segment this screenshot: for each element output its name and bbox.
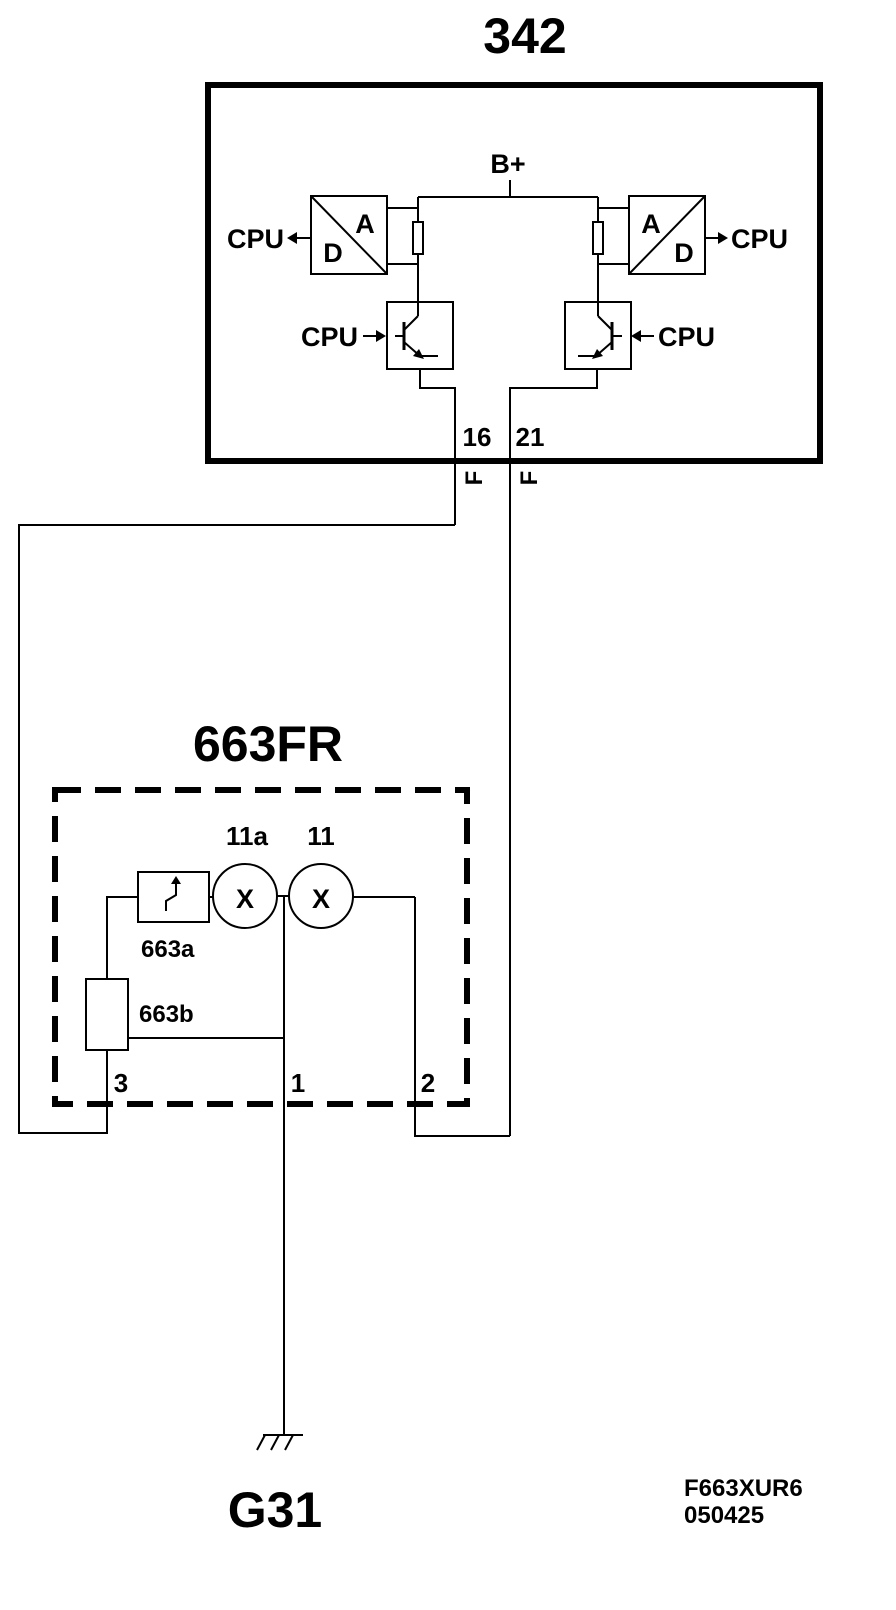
pullup-resistor-right [592, 221, 604, 255]
module-342-label: 342 [483, 8, 566, 64]
pin-16-label: 16 [463, 422, 492, 452]
pullup-resistor-left [412, 221, 424, 255]
driver-left-output-wire [419, 369, 456, 440]
switch-to-resistor-wire [106, 896, 138, 979]
arrow-right-icon [376, 330, 386, 342]
lamp-11-label: 11 [307, 821, 335, 851]
connector-left-label: F [461, 471, 488, 486]
ad-right-d: D [674, 238, 694, 268]
arrow-right-icon [718, 232, 728, 244]
ad-converter-right: A D [628, 195, 706, 275]
driver-left-input-label: CPU [301, 322, 358, 352]
diagram-date: 050425 [684, 1502, 764, 1529]
module-663fr-box [52, 787, 470, 1107]
diagram-code: F663XUR6 [684, 1475, 803, 1502]
pin-21-label: 21 [516, 422, 545, 452]
resistor-663b-label: 663b [139, 1001, 194, 1028]
ad-right-a: A [641, 209, 661, 239]
resistor-663b [85, 978, 129, 1051]
switch-663a-label: 663a [141, 936, 195, 963]
ground-icon [256, 1434, 303, 1451]
connector-right-label: F [516, 471, 543, 486]
supply-label: B+ [490, 149, 525, 179]
lamp-11-symbol: X [312, 884, 330, 914]
ad-converter-left: A D [310, 195, 388, 275]
module-342-box [205, 82, 823, 464]
ad-right-output-label: CPU [731, 224, 788, 254]
ground-label: G31 [228, 1482, 323, 1538]
pin-3-label: 3 [114, 1068, 128, 1098]
driver-transistor-left [386, 301, 454, 370]
driver-right-output-wire [509, 369, 598, 440]
arrow-left-icon [631, 330, 641, 342]
pin-1-label: 1 [291, 1068, 305, 1098]
lamp-11a-symbol: X [236, 884, 254, 914]
lamp-11a-label: 11a [226, 821, 268, 851]
driver-transistor-right [564, 301, 632, 370]
ad-left-d: D [323, 238, 343, 268]
lamp-11: X [288, 863, 354, 929]
pin-2-label: 2 [421, 1068, 435, 1098]
module-663fr-label: 663FR [193, 716, 343, 772]
left-branch [387, 197, 424, 302]
ad-left-output-label: CPU [227, 224, 284, 254]
ad-left-a: A [355, 209, 375, 239]
right-branch [592, 197, 629, 302]
driver-right-input-label: CPU [658, 322, 715, 352]
lamp-11a: X [212, 863, 278, 929]
switch-663a [137, 871, 210, 923]
wire-21-to-2 [414, 897, 510, 1137]
arrow-left-icon [287, 232, 297, 244]
